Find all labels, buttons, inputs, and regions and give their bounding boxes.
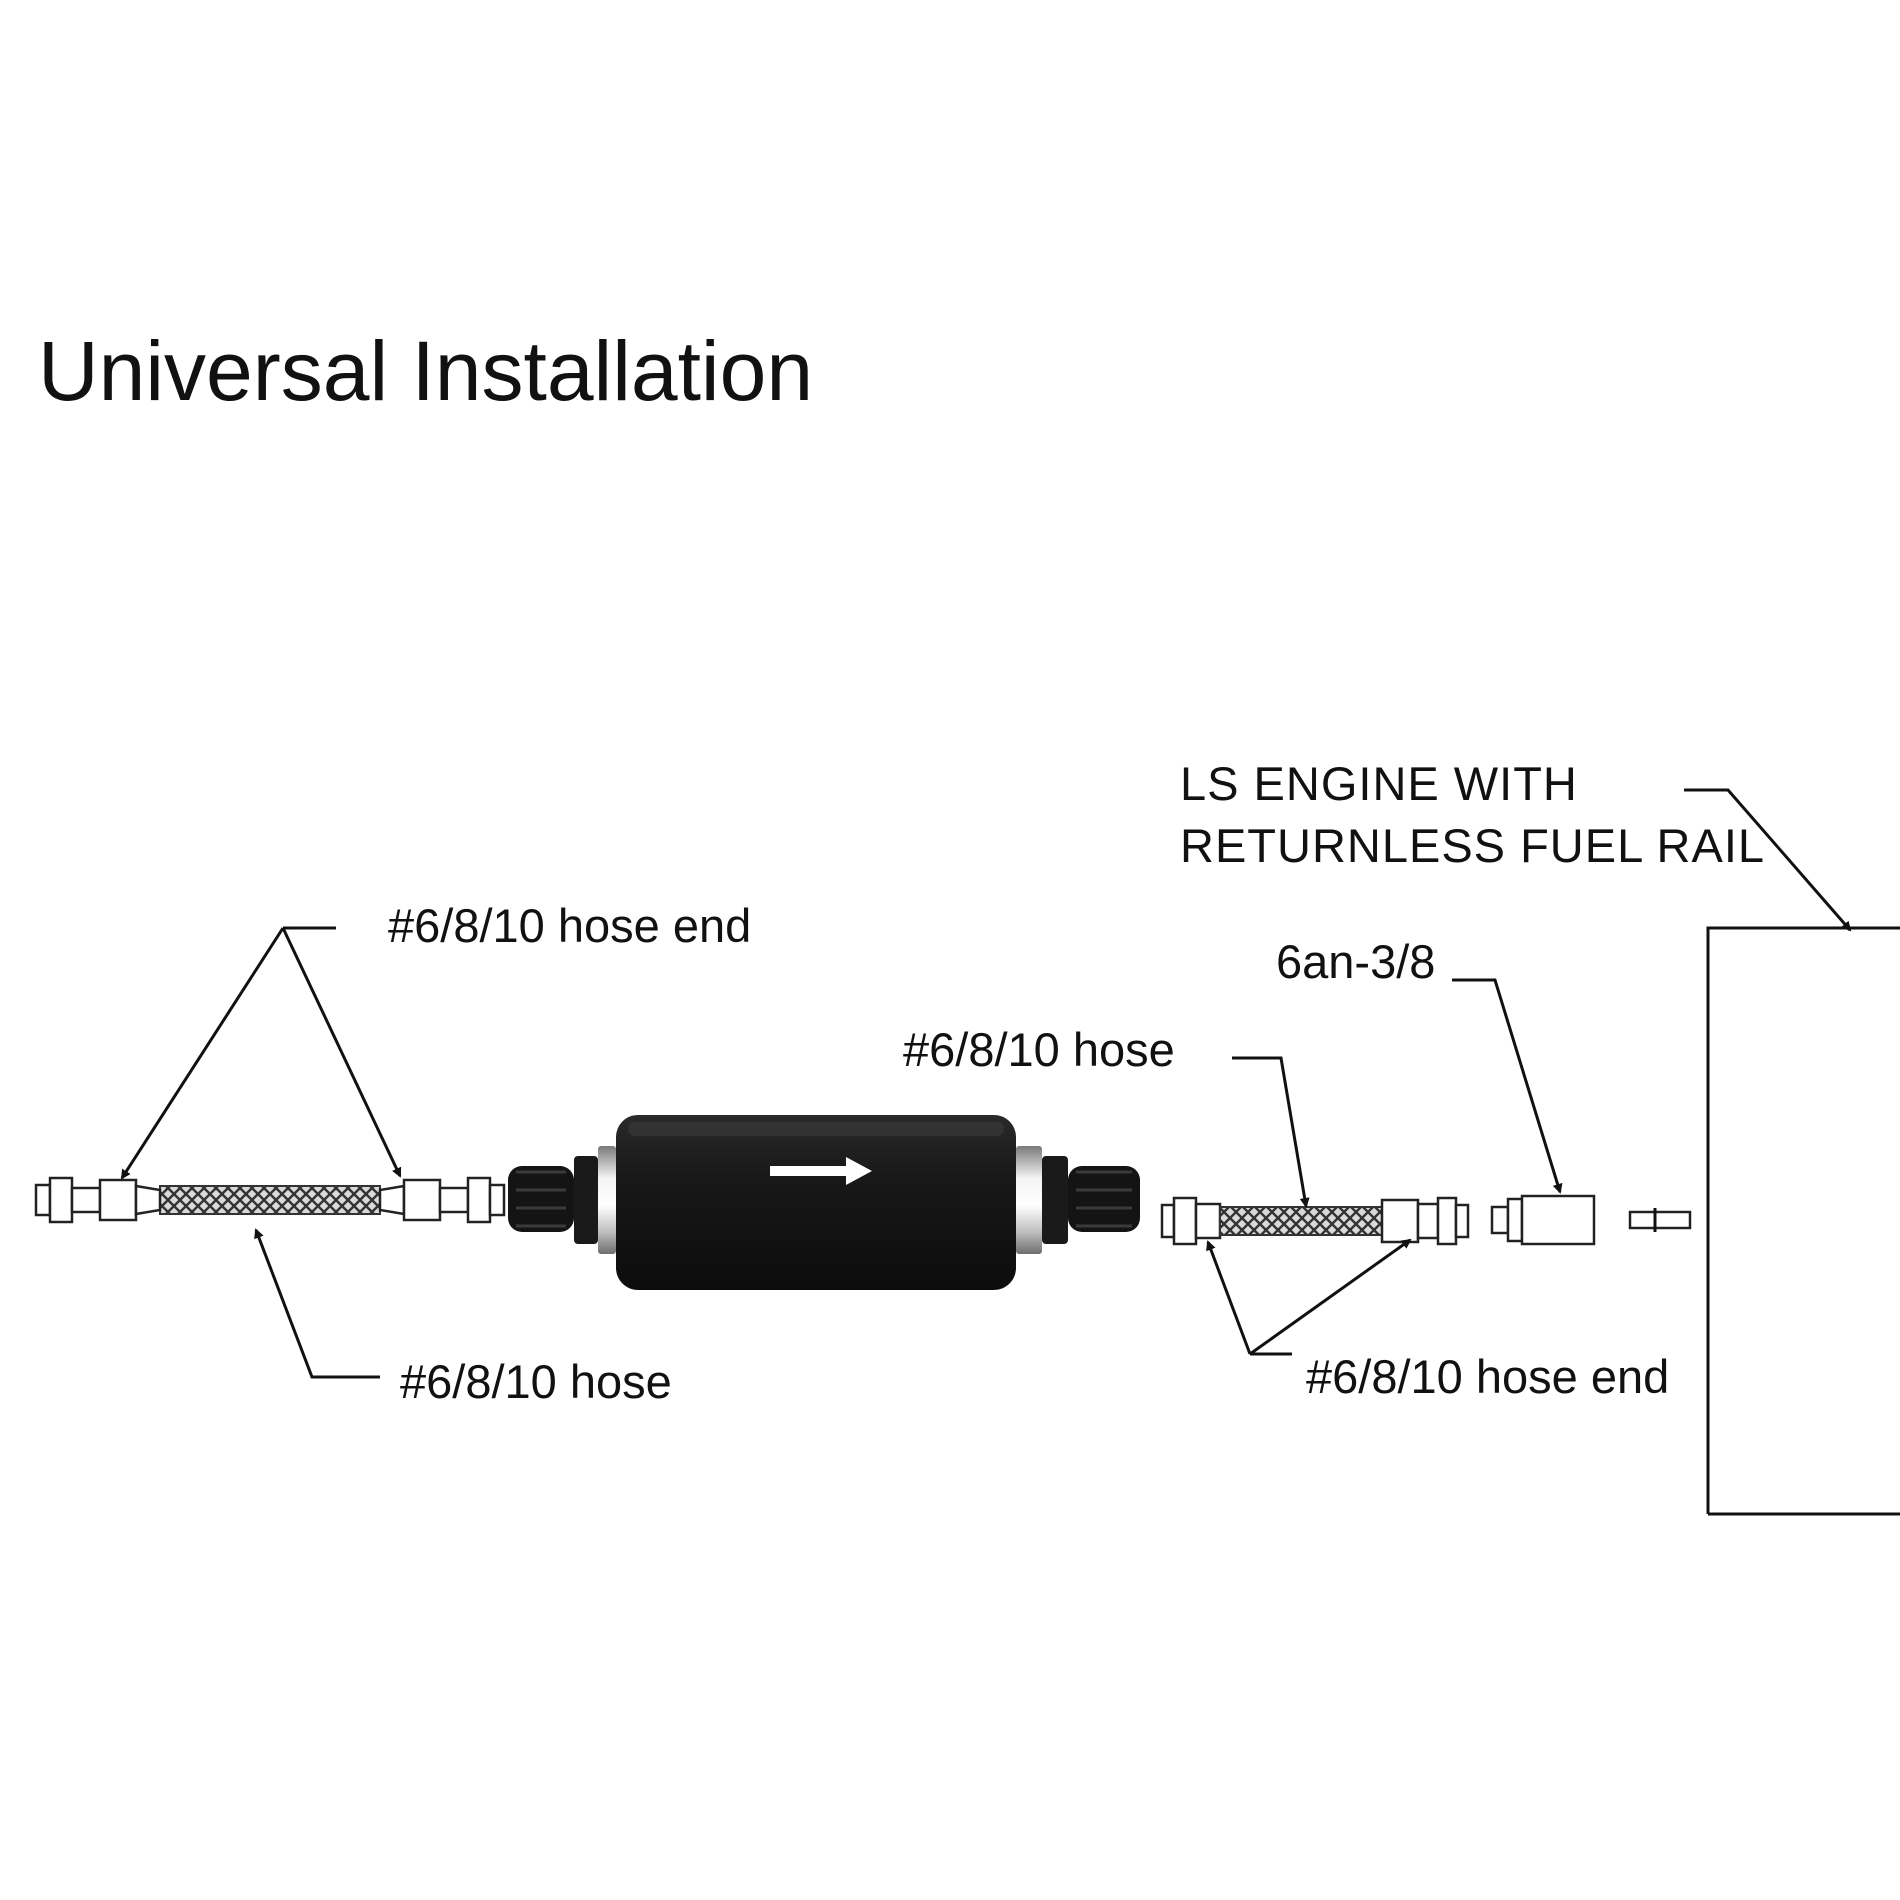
filter-body	[616, 1115, 1016, 1290]
engine-arrow	[1684, 788, 1852, 932]
engine-outline-top	[1706, 926, 1900, 1514]
adapter-fitting	[1490, 1194, 1596, 1246]
filter-outlet-hex	[1042, 1156, 1068, 1244]
filter-inlet-ring	[598, 1146, 616, 1254]
left-hose-end-socket-2	[402, 1178, 442, 1222]
inline-fuel-filter	[508, 1115, 1140, 1290]
right-hose-fitting-nut	[1160, 1203, 1176, 1239]
right-braided-hose	[1219, 1206, 1383, 1236]
label-engine-line-1: LS ENGINE WITH	[1180, 757, 1578, 810]
flow-direction-arrow-icon	[770, 1157, 872, 1185]
right-hose-arrow	[1232, 1056, 1310, 1208]
left-braided-hose	[159, 1185, 381, 1215]
filter-outlet-fitting	[1068, 1166, 1140, 1232]
left-hose-end-socket	[98, 1178, 138, 1222]
label-hose-end-right: #6/8/10 hose end	[1306, 1350, 1669, 1403]
filter-outlet-ring	[1016, 1146, 1042, 1254]
left-hose-fitting-neck	[70, 1186, 102, 1214]
right-hose-end-socket	[1194, 1202, 1222, 1240]
adapter-body	[1520, 1194, 1596, 1246]
engine-block	[1628, 926, 1900, 1516]
label-adapter: 6an-3/8	[1276, 935, 1435, 988]
left-hose-collar	[134, 1184, 162, 1216]
left-hose-fitting-nut	[34, 1183, 52, 1217]
adapter-arrow	[1452, 978, 1563, 1194]
left-hose-assembly	[34, 1176, 506, 1224]
right-hose-assembly	[1160, 1196, 1470, 1246]
label-engine-line-2: RETURNLESS FUEL RAIL	[1180, 819, 1765, 872]
fuel-rail-stub	[1628, 1210, 1692, 1230]
callout-lines	[120, 788, 1852, 1379]
label-hose-end-left: #6/8/10 hose end	[388, 899, 751, 952]
left-hose-arrow	[254, 1228, 380, 1379]
filter-inlet-fitting	[508, 1166, 574, 1232]
label-hose-right: #6/8/10 hose	[903, 1023, 1175, 1076]
page-title: Universal Installation	[38, 324, 813, 418]
left-hose-end-arrow-2	[281, 927, 402, 1178]
right-hose-end-arrow-2	[1249, 1238, 1412, 1356]
right-hose-end-socket-2	[1380, 1198, 1420, 1244]
right-hose-end-arrow-1	[1206, 1240, 1252, 1355]
label-hose-left: #6/8/10 hose	[400, 1355, 672, 1408]
filter-inlet-hex	[574, 1156, 598, 1244]
adapter-tip	[1490, 1205, 1510, 1235]
left-hose-fitting-hex	[48, 1176, 74, 1224]
left-hose-end-arrow-1	[120, 927, 285, 1180]
